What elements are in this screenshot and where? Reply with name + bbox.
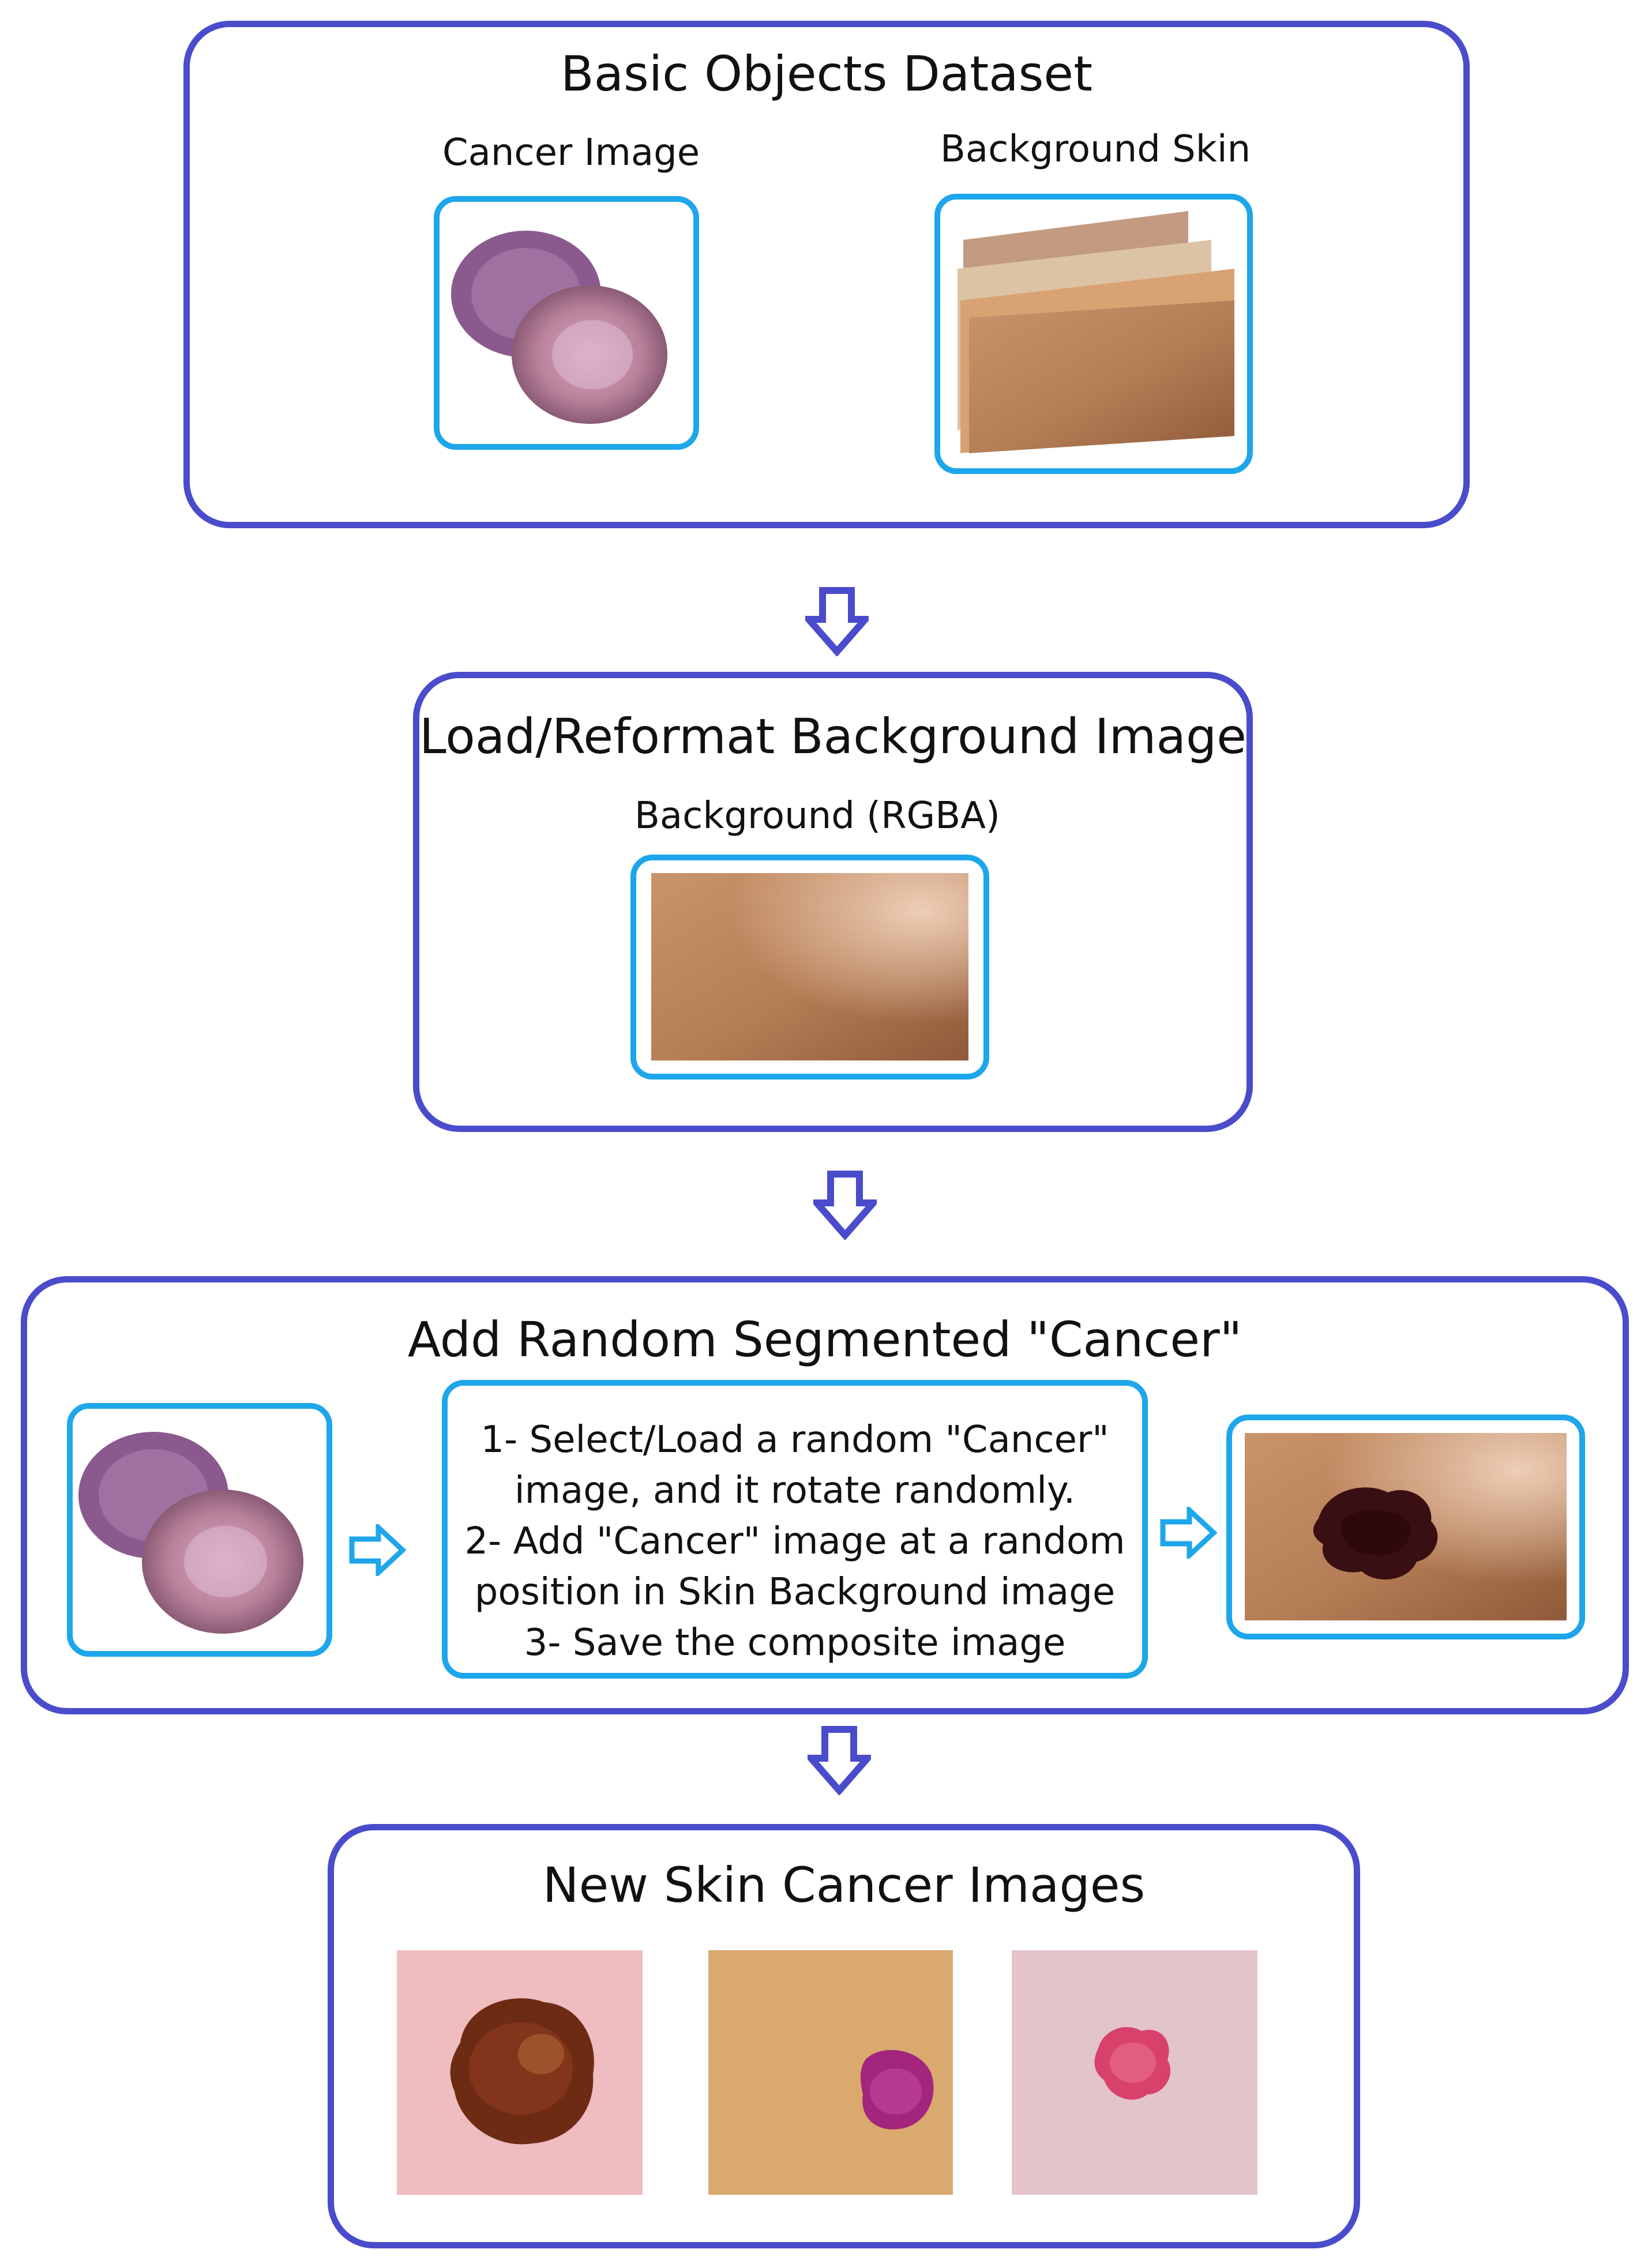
process-line-1: 1- Select/Load a random "Cancer" [480, 1419, 1109, 1461]
reformat-title: Load/Reformat Background Image [419, 708, 1246, 765]
flow-arrow-down-2 [813, 1171, 877, 1240]
dataset-title: Basic Objects Dataset [560, 46, 1093, 102]
composite-image [1245, 1433, 1567, 1620]
cancer-image-frame [434, 196, 699, 450]
generated-image-3 [1012, 1950, 1257, 2195]
random-tumor-image [78, 1432, 303, 1634]
background-skin-label: Background Skin [940, 128, 1251, 171]
add-cancer-title: Add Random Segmented "Cancer" [407, 1311, 1242, 1368]
dataset-panel: Basic Objects Dataset [183, 21, 1470, 528]
tumor-image [451, 231, 667, 424]
generated-image-1 [397, 1950, 643, 2195]
flow-arrow-down-1 [805, 587, 869, 656]
tumor-slice-front-core [184, 1526, 267, 1597]
process-line-3: 2- Add "Cancer" image at a random [464, 1520, 1125, 1563]
tumor-slice-front-core [552, 320, 633, 389]
background-rgba-label: Background (RGBA) [634, 795, 1000, 837]
random-cancer-frame [67, 1403, 332, 1657]
process-steps-box: 1- Select/Load a random "Cancer" image, … [442, 1380, 1148, 1679]
process-line-4: position in Skin Background image [474, 1571, 1116, 1613]
inline-arrow-right-1 [349, 1524, 406, 1576]
skin-layer-front [969, 300, 1234, 453]
flow-arrow-down-3 [808, 1726, 871, 1795]
generated-image-2 [708, 1950, 953, 2195]
composite-result-frame [1226, 1415, 1585, 1639]
new-images-title: New Skin Cancer Images [542, 1857, 1146, 1913]
process-steps-text: 1- Select/Load a random "Cancer" image, … [448, 1415, 1142, 1668]
process-line-5: 3- Save the composite image [524, 1622, 1066, 1664]
background-rgba-frame [630, 855, 989, 1080]
background-skin-image [651, 873, 968, 1060]
background-skin-frame [934, 194, 1253, 474]
process-line-2: image, and it rotate randomly. [514, 1469, 1076, 1512]
skin-stack-image [958, 211, 1234, 453]
cancer-image-label: Cancer Image [442, 131, 700, 174]
inline-arrow-right-2 [1160, 1507, 1217, 1559]
